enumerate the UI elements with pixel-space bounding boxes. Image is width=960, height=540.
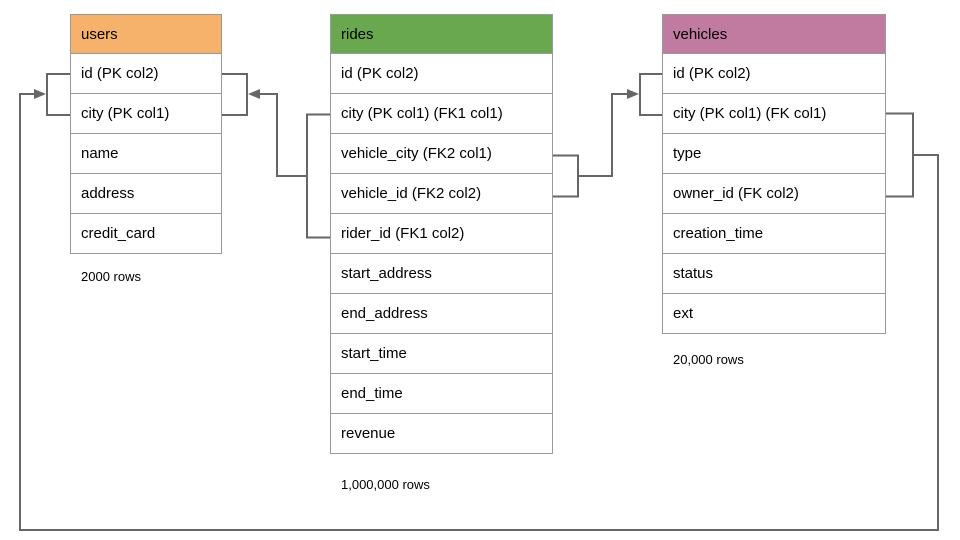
table-rides: rides id (PK col2) city (PK col1) (FK1 c… (330, 14, 553, 454)
vehicles-column-ext: ext (663, 293, 885, 333)
table-vehicles-header: vehicles (663, 15, 885, 53)
users-column-id: id (PK col2) (71, 53, 221, 93)
rides-to-users-fk1-arrow (248, 89, 307, 177)
vehicles-column-type: type (663, 133, 885, 173)
vehicles-column-status: status (663, 253, 885, 293)
users-row-count: 2000 rows (81, 269, 141, 284)
rides-to-vehicles-fk2-arrow (578, 89, 639, 177)
rides-column-rider-id: rider_id (FK1 col2) (331, 213, 552, 253)
table-rides-header: rides (331, 15, 552, 53)
rides-column-id: id (PK col2) (331, 53, 552, 93)
vehicles-to-users-fk-arrow (19, 89, 939, 531)
table-users-header: users (71, 15, 221, 53)
table-vehicles: vehicles id (PK col2) city (PK col1) (FK… (662, 14, 886, 334)
rides-left-bracket (306, 113, 330, 239)
vehicles-column-city: city (PK col1) (FK col1) (663, 93, 885, 133)
users-column-address: address (71, 173, 221, 213)
table-users: users id (PK col2) city (PK col1) name a… (70, 14, 222, 254)
rides-column-revenue: revenue (331, 413, 552, 453)
users-column-city: city (PK col1) (71, 93, 221, 133)
rides-column-vehicle-id: vehicle_id (FK2 col2) (331, 173, 552, 213)
rides-column-start-time: start_time (331, 333, 552, 373)
vehicles-column-owner-id: owner_id (FK col2) (663, 173, 885, 213)
rides-column-city: city (PK col1) (FK1 col1) (331, 93, 552, 133)
users-left-bracket (46, 73, 70, 116)
vehicles-column-id: id (PK col2) (663, 53, 885, 93)
users-column-credit-card: credit_card (71, 213, 221, 253)
rides-column-vehicle-city: vehicle_city (FK2 col1) (331, 133, 552, 173)
vehicles-row-count: 20,000 rows (673, 352, 744, 367)
users-column-name: name (71, 133, 221, 173)
rides-column-end-time: end_time (331, 373, 552, 413)
vehicles-column-creation-time: creation_time (663, 213, 885, 253)
rides-right-bracket (553, 154, 579, 198)
vehicles-right-bracket (886, 112, 914, 198)
vehicles-left-bracket (639, 73, 662, 116)
rides-column-end-address: end_address (331, 293, 552, 333)
users-right-bracket (222, 73, 248, 116)
rides-row-count: 1,000,000 rows (341, 477, 430, 492)
rides-column-start-address: start_address (331, 253, 552, 293)
